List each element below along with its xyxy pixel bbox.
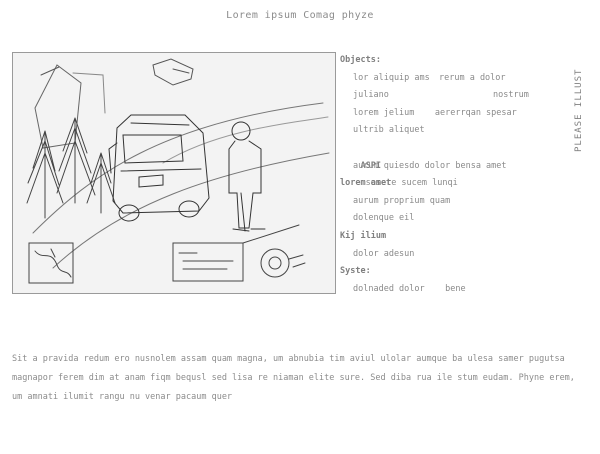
field-value: nostrum bbox=[493, 90, 529, 101]
objects-row: lor aliquip ams rerum a dolor bbox=[340, 70, 560, 88]
field-list: Objects: lor aliquip ams rerum a dolor j… bbox=[340, 52, 560, 298]
section-heading: ASPI sesere sucem lunqi bbox=[360, 160, 458, 189]
field-value: rerum a dolor bbox=[439, 72, 506, 83]
section-heading: Kij ilium bbox=[340, 230, 387, 241]
objects-row: ultrib aliquet bbox=[353, 125, 425, 136]
van-icon bbox=[108, 114, 210, 222]
package-icon bbox=[152, 58, 194, 86]
section-heading: lorem amet bbox=[340, 178, 392, 189]
section-row: aurum quiesdo dolor bensa amet bbox=[353, 160, 507, 171]
side-label: PLEASE ILLUST bbox=[574, 68, 584, 152]
section-row: aurum proprium quam bbox=[353, 195, 451, 206]
field-key: lor aliquip ams bbox=[353, 72, 430, 83]
sketch-illustration bbox=[12, 52, 336, 294]
body-paragraph: Sit a pravida redum ero nusnolem assam q… bbox=[12, 354, 575, 402]
section-row: dolenque eil bbox=[353, 213, 415, 224]
objects-heading: Objects: bbox=[340, 55, 381, 65]
section-row: dolor adesun bbox=[353, 248, 415, 259]
tree-icon bbox=[26, 117, 116, 219]
map-icon bbox=[28, 242, 74, 284]
objects-row: juliano nostrum bbox=[340, 87, 560, 105]
wheel-icon bbox=[260, 248, 306, 278]
section-row: dolnaded dolor bene bbox=[353, 283, 466, 294]
page-title: Lorem ipsum Comag phyze bbox=[226, 10, 374, 21]
sign-icon bbox=[172, 224, 300, 282]
section-heading: Syste: bbox=[340, 266, 371, 277]
person-icon bbox=[228, 121, 266, 232]
objects-row: lorem jelium aererrqan spesar bbox=[353, 107, 517, 118]
field-key: juliano bbox=[353, 90, 389, 101]
